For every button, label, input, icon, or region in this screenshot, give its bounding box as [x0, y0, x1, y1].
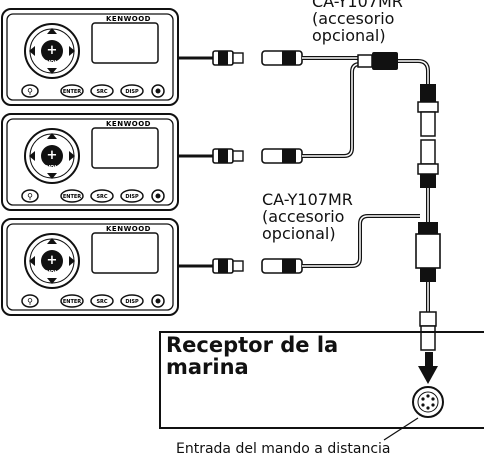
- remote-input-caption: Entrada del mando a distancia: [176, 441, 391, 457]
- search-icon: ⚲: [27, 192, 33, 201]
- unit-btn-label: ENTER: [63, 194, 81, 200]
- accessory-note-1: (accesorio: [312, 8, 395, 28]
- unit-btn-label: DISP: [125, 299, 139, 305]
- accessory-note-2: opcional): [262, 223, 336, 243]
- unit-btn-label: SRC: [96, 299, 107, 305]
- y-splitter-top: [357, 52, 430, 84]
- unit-btn-label: DISP: [125, 194, 139, 200]
- volume-plus-icon: +: [47, 253, 58, 268]
- marine-receiver: [159, 331, 484, 441]
- top-accessory-label: CA-Y107MR (accesorio opcional): [312, 0, 403, 44]
- unit-vol: VOL: [46, 165, 58, 171]
- unit-brand: KENWOOD: [106, 225, 151, 233]
- cable-unit-3: [178, 214, 420, 274]
- accessory-model: CA-Y107MR: [312, 0, 403, 11]
- remote-unit-2: KENWOOD + VOL ENTER SRC DISP ⚲: [1, 113, 179, 211]
- unit-vol: VOL: [46, 270, 58, 276]
- mid-accessory-label: CA-Y107MR (accesorio opcional): [262, 190, 353, 243]
- cable-unit-2: [178, 62, 361, 164]
- receiver-title-line-1: Receptor de la: [166, 333, 339, 357]
- remote-unit-1: KENWOOD + VOL ENTER SRC DISP ⚲: [1, 8, 179, 106]
- unit-brand: KENWOOD: [106, 15, 151, 23]
- volume-plus-icon: +: [47, 148, 58, 163]
- unit-btn-label: DISP: [125, 89, 139, 95]
- remote-unit-3: KENWOOD + VOL ENTER SRC DISP ⚲: [1, 218, 179, 316]
- volume-plus-icon: +: [47, 43, 58, 58]
- accessory-model: CA-Y107MR: [262, 190, 353, 209]
- unit-btn-label: SRC: [96, 89, 107, 95]
- vertical-chain: [415, 84, 441, 384]
- unit-vol: VOL: [46, 60, 58, 66]
- arrow-down-icon: [418, 366, 438, 384]
- search-icon: ⚲: [27, 87, 33, 96]
- unit-btn-label: SRC: [96, 194, 107, 200]
- accessory-note-1: (accesorio: [262, 206, 345, 226]
- search-icon: ⚲: [27, 297, 33, 306]
- cable-unit-1: [178, 50, 360, 66]
- unit-brand: KENWOOD: [106, 120, 151, 128]
- receiver-title: Receptor de la marina: [166, 334, 338, 378]
- unit-btn-label: ENTER: [63, 299, 81, 305]
- receiver-title-line-2: marina: [166, 355, 249, 380]
- accessory-note-2: opcional): [312, 25, 386, 45]
- unit-btn-label: ENTER: [63, 89, 81, 95]
